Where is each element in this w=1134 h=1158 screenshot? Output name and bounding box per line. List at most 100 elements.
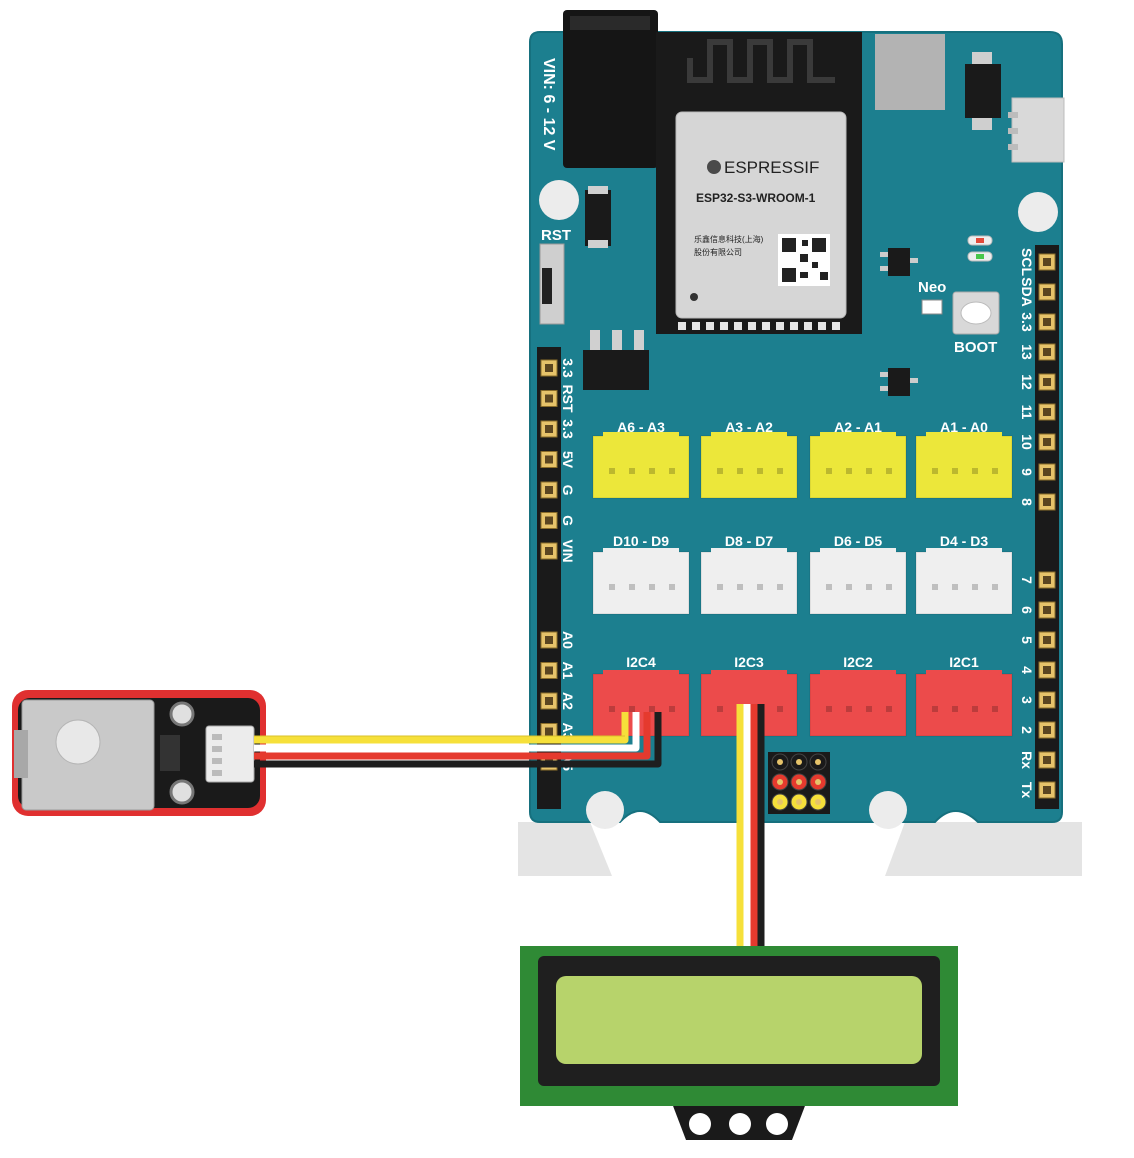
header-pin bbox=[1038, 463, 1056, 481]
left-pin-label: 3.3 bbox=[560, 358, 576, 378]
usb-connector bbox=[875, 34, 945, 110]
mounting-hole bbox=[1018, 192, 1058, 232]
lcd1602-display-icon bbox=[520, 946, 958, 1140]
header-pin bbox=[790, 793, 808, 811]
encoder-cable bbox=[254, 712, 662, 768]
header-pin bbox=[790, 753, 808, 771]
header-pin bbox=[540, 631, 558, 649]
esp32-module: ESPRESSIF ESP32-S3-WROOM-1 乐鑫信息科技(上海) 股份… bbox=[656, 32, 862, 334]
power-jack bbox=[563, 10, 658, 168]
espressif-logo-icon bbox=[707, 160, 721, 174]
lcd-cable bbox=[736, 704, 765, 946]
right-pin-label: SCL bbox=[1019, 248, 1035, 276]
header-pin bbox=[809, 793, 827, 811]
mounting-hole bbox=[586, 791, 624, 829]
module-maker-line2: 股份有限公司 bbox=[694, 247, 742, 257]
header-pin bbox=[1038, 631, 1056, 649]
header-pin bbox=[540, 451, 558, 468]
esp32-s3-board: RST VIN: 6 - 12 V ESPRESSIF ESP32-S3-WRO… bbox=[518, 10, 1082, 876]
left-pin-label: G bbox=[560, 485, 576, 496]
module-model: ESP32-S3-WROOM-1 bbox=[696, 191, 816, 205]
qr-code-icon bbox=[778, 234, 830, 286]
i2c-port-label: I2C3 bbox=[734, 654, 764, 670]
header-pin bbox=[540, 390, 558, 407]
digital-port-label: D8 - D7 bbox=[725, 533, 773, 549]
left-pin-label: RST bbox=[560, 385, 576, 413]
i2c-port[interactable] bbox=[809, 670, 907, 737]
regulator-chip bbox=[965, 64, 1001, 118]
voltage-regulator bbox=[583, 350, 649, 390]
module-shield bbox=[675, 111, 847, 319]
digital-port-label: D4 - D3 bbox=[940, 533, 988, 549]
header-pin bbox=[809, 753, 827, 771]
header-pin bbox=[1038, 781, 1056, 799]
right-pin-label: 6 bbox=[1019, 606, 1035, 614]
right-pin-label: 8 bbox=[1019, 498, 1035, 506]
module-maker-line1: 乐鑫信息科技(上海) bbox=[694, 234, 764, 244]
left-pin-label: A2 bbox=[560, 692, 576, 710]
right-pin-label: Rx bbox=[1019, 751, 1035, 769]
right-pin-label: 13 bbox=[1019, 344, 1035, 360]
header-pin bbox=[1038, 691, 1056, 709]
header-pin bbox=[1038, 493, 1056, 511]
digital-port[interactable] bbox=[915, 548, 1013, 615]
header-pin bbox=[771, 773, 789, 791]
neo-label: Neo bbox=[918, 279, 946, 296]
header-pin bbox=[540, 512, 558, 529]
left-pin-label: 3.3 bbox=[560, 419, 576, 439]
header-pin bbox=[540, 420, 558, 438]
lcd-screen bbox=[556, 976, 922, 1064]
left-pin-label: 5V bbox=[560, 451, 576, 469]
digital-port[interactable] bbox=[809, 548, 907, 615]
side-connector bbox=[1011, 97, 1065, 163]
analog-port[interactable] bbox=[700, 432, 798, 499]
mounting-hole bbox=[169, 779, 195, 805]
module-brand: ESPRESSIF bbox=[724, 158, 819, 177]
i2c-port[interactable] bbox=[915, 670, 1013, 737]
right-pin-label: 5 bbox=[1019, 636, 1035, 644]
right-pin-label: 3 bbox=[1019, 696, 1035, 704]
bottom-pin-label: D12 bbox=[802, 823, 828, 839]
header-pin bbox=[1038, 343, 1056, 361]
neo-led bbox=[921, 299, 943, 315]
digital-port[interactable] bbox=[700, 548, 798, 615]
analog-port[interactable] bbox=[592, 432, 690, 499]
header-pin bbox=[1038, 433, 1056, 451]
i2c-port[interactable] bbox=[592, 670, 690, 737]
header-pin bbox=[1038, 313, 1056, 331]
header-pin bbox=[1038, 751, 1056, 769]
analog-port-label: A2 - A1 bbox=[834, 419, 882, 435]
header-pin bbox=[540, 662, 558, 679]
header-pin bbox=[1038, 661, 1056, 679]
analog-port[interactable] bbox=[809, 432, 907, 499]
header-pin bbox=[1038, 601, 1056, 619]
right-pin-label: Tx bbox=[1019, 782, 1035, 799]
header-pin bbox=[540, 359, 558, 377]
mounting-hole bbox=[869, 791, 907, 829]
boot-label: BOOT bbox=[954, 339, 997, 356]
rotary-encoder-module-icon bbox=[12, 690, 266, 816]
digital-port[interactable] bbox=[592, 548, 690, 615]
left-pin-label: A0 bbox=[560, 631, 576, 649]
header-pin bbox=[1038, 253, 1056, 271]
bottom-pin-label: D13 bbox=[768, 823, 794, 839]
header-pin bbox=[540, 481, 558, 499]
header-pin bbox=[771, 793, 789, 811]
right-pin-label: 12 bbox=[1019, 374, 1035, 390]
bottom-pin-label: D11 bbox=[836, 823, 861, 839]
digital-port-label: D6 - D5 bbox=[834, 533, 882, 549]
mounting-hole bbox=[539, 180, 579, 220]
header-pin bbox=[1038, 373, 1056, 391]
right-pin-label: 7 bbox=[1019, 576, 1035, 584]
power-label: VIN: 6 - 12 V bbox=[540, 58, 557, 151]
header-pin bbox=[809, 773, 827, 791]
board-standoff-left bbox=[518, 822, 612, 876]
right-pin-label: 11 bbox=[1019, 405, 1035, 420]
i2c-port-label: I2C2 bbox=[843, 654, 873, 670]
right-pin-label: 4 bbox=[1019, 666, 1035, 674]
mounting-hole bbox=[169, 701, 195, 727]
analog-port[interactable] bbox=[915, 432, 1013, 499]
header-pin bbox=[1038, 403, 1056, 421]
